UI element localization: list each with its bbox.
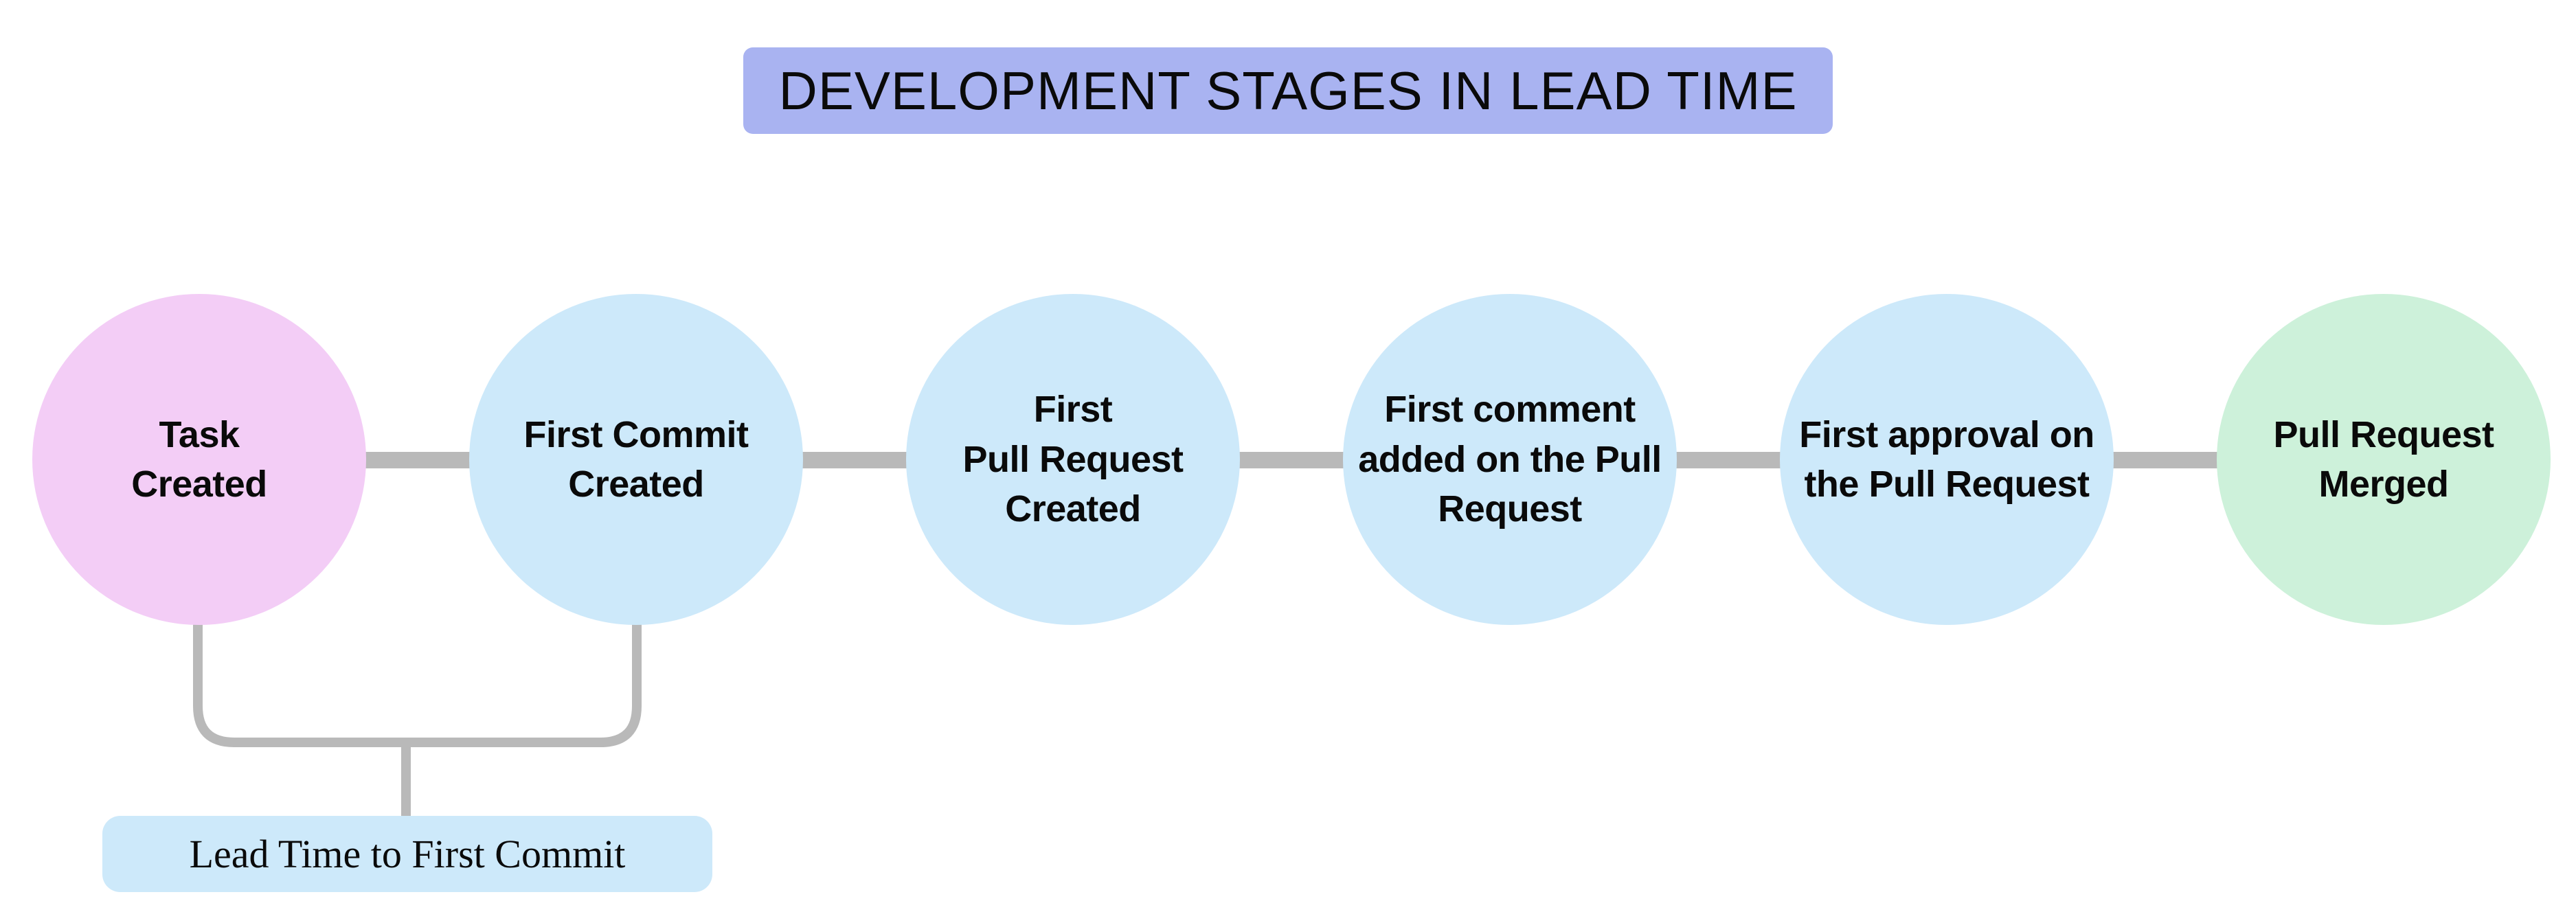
lead-time-label: Lead Time to First Commit: [102, 816, 712, 892]
stage-label: First comment added on the Pull Request: [1358, 389, 1662, 530]
stage-label: Pull Request Merged: [2273, 413, 2494, 505]
stage-first-approval: First approval on the Pull Request: [1780, 294, 2114, 625]
stage-label: First approval on the Pull Request: [1799, 413, 2094, 505]
stage-label: First Commit Created: [523, 413, 749, 505]
stage-label: Task Created: [131, 413, 267, 505]
stage-task-created: Task Created: [32, 294, 366, 625]
stage-first-commit-created: First Commit Created: [469, 294, 803, 625]
stage-pull-request-merged: Pull Request Merged: [2217, 294, 2551, 625]
stage-first-comment-added: First comment added on the Pull Request: [1343, 294, 1677, 625]
title-banner: DEVELOPMENT STAGES IN LEAD TIME: [743, 47, 1833, 134]
bracket-path: [193, 620, 642, 819]
stage-first-pull-request-created: First Pull Request Created: [906, 294, 1240, 625]
stage-label: First Pull Request Created: [962, 389, 1184, 530]
